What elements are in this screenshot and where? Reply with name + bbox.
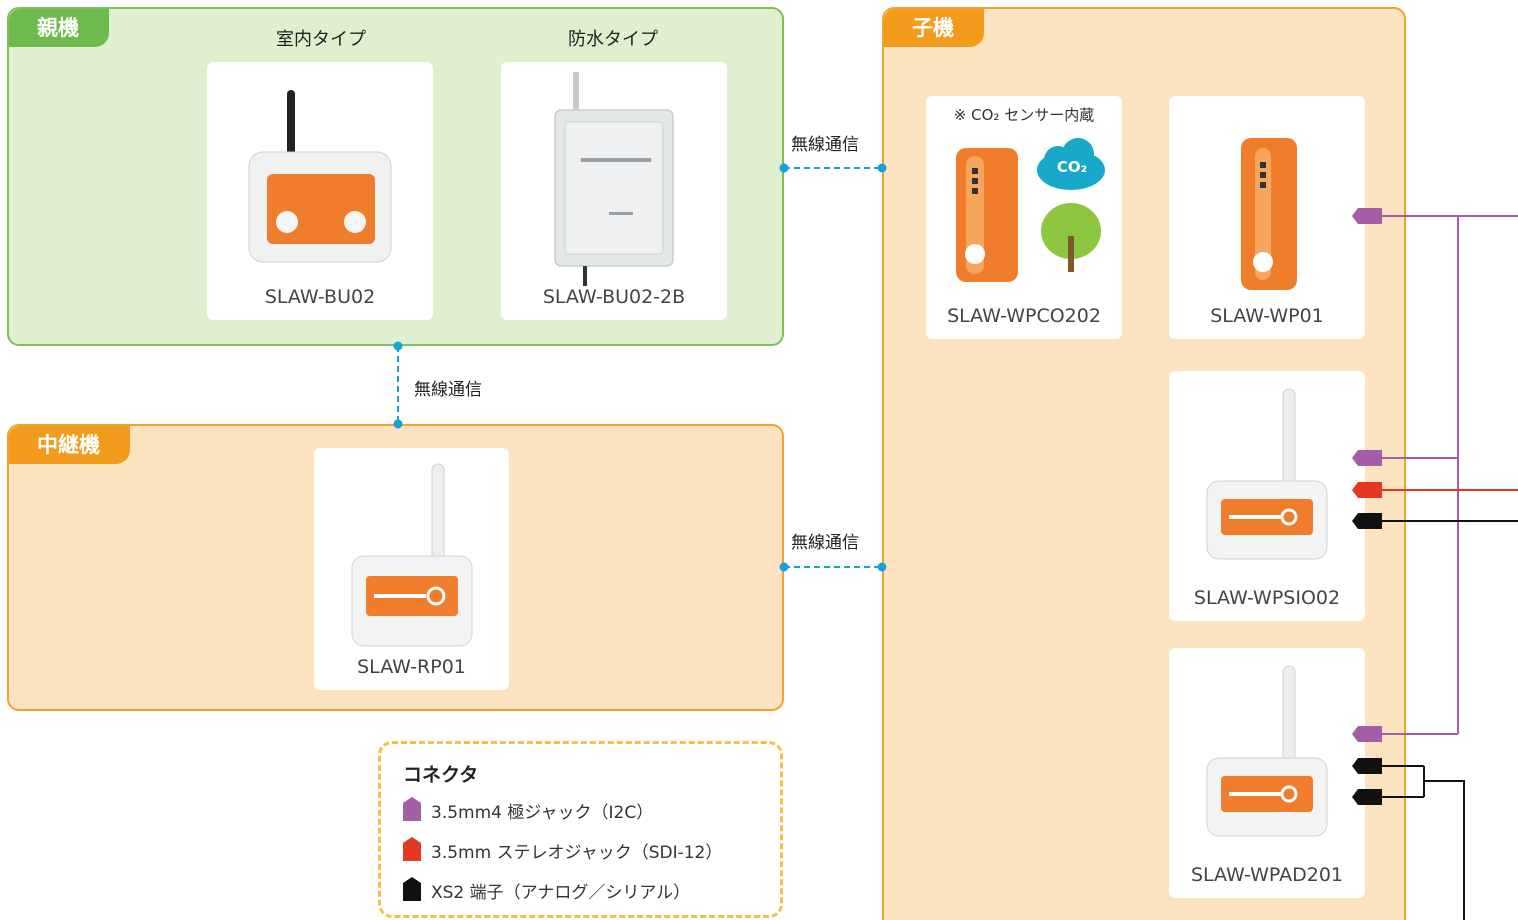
link-dot xyxy=(393,341,403,351)
co2-sensor-note: ※ CO₂ センサー内蔵 xyxy=(953,106,1095,124)
repeater-tag: 中継機 xyxy=(9,426,130,464)
wireless-link-label-parent-repeater: 無線通信 xyxy=(414,380,482,400)
legend-label: XS2 端子（アナログ／シリアル） xyxy=(431,883,691,903)
co2-device-image xyxy=(956,138,1105,282)
xs2-wiring xyxy=(1380,520,1518,920)
legend-label: 3.5mm ステレオジャック（SDI-12） xyxy=(431,843,723,863)
device-model-label: SLAW-BU02 xyxy=(264,286,376,308)
legend-label: 3.5mm4 極ジャック（I2C） xyxy=(431,803,654,823)
device-card-slaw-bu02[interactable]: SLAW-BU02 xyxy=(207,62,433,320)
connector-xs2-wpad201-a xyxy=(1352,758,1382,774)
device-card-slaw-wpad201[interactable]: SLAW-WPAD201 xyxy=(1169,648,1365,898)
link-dot xyxy=(779,562,789,572)
wireless-link-label-parent-child: 無線通信 xyxy=(791,135,859,155)
connector-xs2-wpsio02 xyxy=(1352,513,1382,529)
link-dot xyxy=(877,163,887,173)
wireless-link-label-repeater-child: 無線通信 xyxy=(791,533,859,553)
legend-title: コネクタ xyxy=(403,764,479,786)
connector-i2c-wpad201 xyxy=(1352,726,1382,742)
i2c-wiring xyxy=(1380,215,1518,735)
device-card-slaw-rp01[interactable]: SLAW-RP01 xyxy=(314,448,509,690)
indoor-type-heading: 室内タイプ xyxy=(276,29,366,50)
device-model-label: SLAW-WPSIO02 xyxy=(1193,587,1341,609)
wp01-device-image xyxy=(1241,138,1297,290)
parent-unit-tag: 親機 xyxy=(9,9,109,47)
connector-i2c-wp01 xyxy=(1352,208,1382,224)
co2-cloud-text: CO₂ xyxy=(1056,158,1088,176)
link-dot xyxy=(877,562,887,572)
device-card-slaw-bu02-2b[interactable]: SLAW-BU02-2B xyxy=(501,62,727,320)
link-dot xyxy=(393,419,403,429)
connector-i2c-wpsio02 xyxy=(1352,450,1382,466)
i2c-connector-icon xyxy=(403,797,421,821)
device-model-label: SLAW-WPAD201 xyxy=(1190,864,1344,886)
device-model-label: SLAW-WP01 xyxy=(1210,305,1324,327)
connector-legend: コネクタ 3.5mm4 極ジャック（I2C） 3.5mm ステレオジャック（SD… xyxy=(378,741,783,918)
link-dot xyxy=(779,163,789,173)
device-model-label: SLAW-RP01 xyxy=(357,656,466,678)
waterproof-type-heading: 防水タイプ xyxy=(568,29,658,50)
repeater-image xyxy=(351,463,473,647)
device-card-slaw-wpco202[interactable]: ※ CO₂ センサー内蔵 CO₂ SLAW-WPCO202 xyxy=(926,96,1122,339)
base-unit-indoor-image xyxy=(248,90,392,263)
device-model-label: SLAW-BU02-2B xyxy=(542,286,686,308)
child-unit-panel: 子機 ※ CO₂ センサー内蔵 CO₂ SLAW-WPCO202 S xyxy=(882,7,1406,920)
parent-unit-panel: 親機 室内タイプ 防水タイプ SLAW-BU02 SLAW-BU02-2B xyxy=(7,7,784,346)
xs2-connector-icon xyxy=(403,877,421,901)
device-model-label: SLAW-WPCO202 xyxy=(947,305,1101,327)
connector-xs2-wpad201-b xyxy=(1352,789,1382,805)
base-unit-waterproof-image xyxy=(554,72,674,286)
sdi12-connector-icon xyxy=(403,837,421,861)
wpsio02-device-image xyxy=(1206,388,1328,560)
repeater-panel: 中継機 SLAW-RP01 xyxy=(7,424,784,711)
device-card-slaw-wp01[interactable]: SLAW-WP01 xyxy=(1169,96,1365,339)
device-card-slaw-wpsio02[interactable]: SLAW-WPSIO02 xyxy=(1169,371,1365,621)
connector-sdi12-wpsio02 xyxy=(1352,482,1382,498)
wpad201-device-image xyxy=(1206,665,1328,837)
child-unit-tag: 子機 xyxy=(884,9,984,47)
